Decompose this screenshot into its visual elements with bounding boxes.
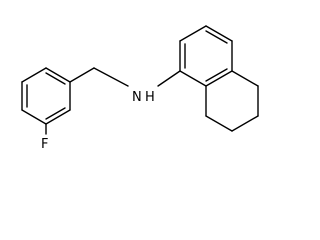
- bond: [21, 67, 47, 83]
- double-bond-inner: [45, 72, 66, 85]
- bond: [179, 25, 207, 42]
- bond: [205, 70, 233, 87]
- double-bond-inner: [205, 68, 228, 82]
- double-bond-inner: [45, 107, 66, 120]
- fluorine-atom-label: F: [41, 137, 48, 152]
- aromatic-ring: [179, 25, 233, 87]
- bond: [45, 109, 71, 125]
- nitrogen-to-ring-bond: [157, 70, 181, 87]
- fluorobenzene-ring: [21, 67, 71, 125]
- bond: [179, 70, 207, 87]
- cyclohexane-ring: [205, 70, 259, 132]
- structure-diagram: F N H: [21, 25, 259, 152]
- molecule-canvas: F N H: [21, 25, 259, 152]
- bond: [231, 70, 259, 87]
- bond: [21, 109, 47, 125]
- bond: [231, 115, 259, 132]
- bond: [205, 115, 233, 132]
- bond: [45, 67, 71, 83]
- ring-to-methylene-bond: [69, 67, 95, 83]
- double-bond-inner: [205, 30, 228, 44]
- bond: [205, 25, 233, 42]
- hydrogen-atom-label: H: [145, 90, 155, 105]
- methylene-to-nitrogen-bond: [93, 67, 129, 87]
- nitrogen-atom-label: N: [132, 90, 142, 105]
